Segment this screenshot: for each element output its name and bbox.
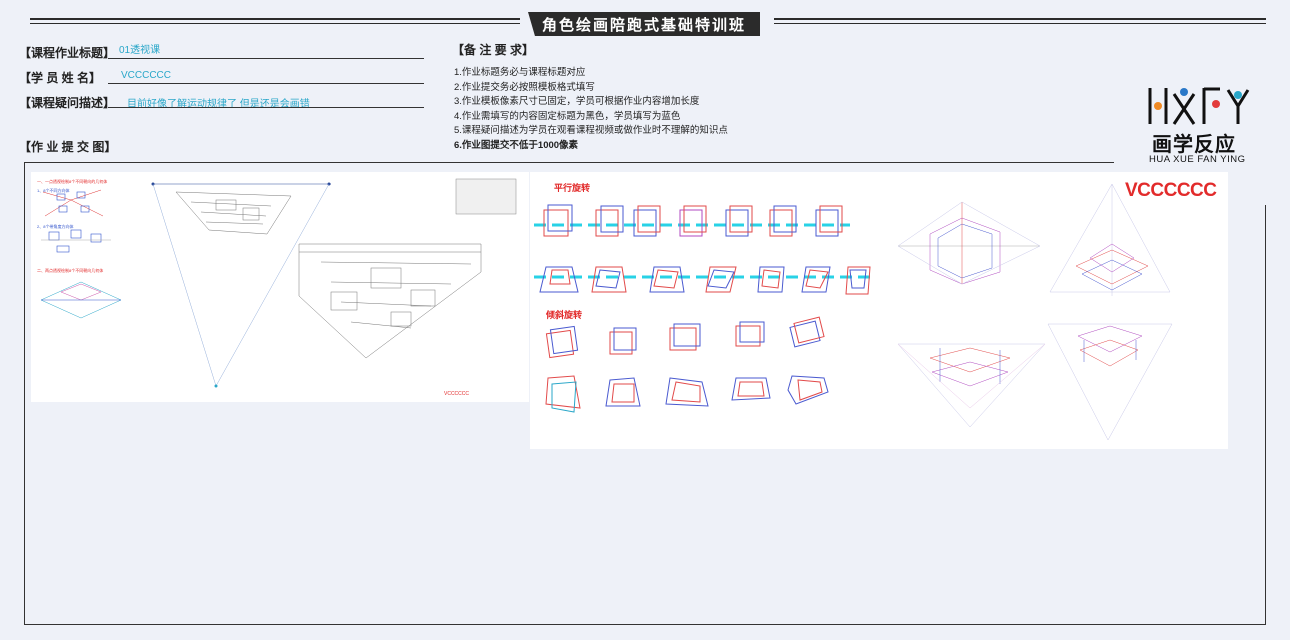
tilt-rotation-title: 倾斜旋转 xyxy=(546,310,583,320)
question-underline xyxy=(108,107,424,108)
course-title-underline xyxy=(108,58,424,59)
brand-logo: 画学反应 HUA XUE FAN YING xyxy=(1146,84,1256,168)
note-item-4: 4.作业需填写的内容固定标题为黑色，学员填写为蓝色 xyxy=(454,111,681,122)
header-line-right xyxy=(774,18,1266,20)
submit-label: 【作 业 提 交 图】 xyxy=(19,140,117,154)
header-line-right-thin xyxy=(774,23,1266,24)
note-item-1: 1.作业标题务必与课程标题对应 xyxy=(454,67,586,78)
student-name-underline xyxy=(108,83,424,84)
note-item-2: 2.作业提交务必按照模板格式填写 xyxy=(454,82,595,93)
student-name-label: 【学 员 姓 名】 xyxy=(19,71,102,85)
note-item-6: 6.作业图提交不低于1000像素 xyxy=(454,140,579,151)
panel1-signature: VCCCCCC xyxy=(444,391,469,397)
panel2-signature: VCCCCCC xyxy=(1125,180,1217,201)
artwork-panel-rotation: 平行旋转 倾斜旋转 VCCCCCC xyxy=(530,172,1228,449)
submission-frame-left xyxy=(24,162,25,625)
parallel-rotation-title: 平行旋转 xyxy=(554,183,591,193)
student-name-value[interactable]: VCCCCCC xyxy=(121,70,171,81)
logo-mark xyxy=(1148,87,1250,125)
submission-frame-right xyxy=(1265,205,1266,625)
question-label: 【课程疑问描述】 xyxy=(19,96,116,110)
note-item-3: 3.作业模板像素尺寸已固定，学员可根据作业内容增加长度 xyxy=(454,96,700,107)
artwork-panel-one-point: 一、一点透视绘制8个不同朝向的几何体 1、8个不同方向体 2、8个带角度方向体 … xyxy=(31,172,529,402)
header-line-left-thin xyxy=(30,23,520,24)
submission-frame-top xyxy=(24,162,1114,163)
question-value[interactable]: 目前好像了解运动规律了 但是还是会画错 xyxy=(127,99,310,110)
note-item-5: 5.课程疑问描述为学员在观看课程视频或做作业时不理解的知识点 xyxy=(454,125,728,136)
logo-cn-text: 画学反应 xyxy=(1152,134,1236,156)
header-title: 角色绘画陪跑式基础特训班 xyxy=(528,12,760,36)
rotation-cube-sketches xyxy=(534,183,1173,441)
submission-frame-bottom xyxy=(24,624,1266,625)
course-title-value[interactable]: 01透视课 xyxy=(119,45,161,56)
panel1-sub1: 1、8个不同方向体 xyxy=(37,188,70,193)
header-line-left xyxy=(30,18,520,20)
panel1-title2: 二、两点透视绘制8个不同朝向几何体 xyxy=(37,268,104,273)
panel1-sub2: 2、8个带角度方向体 xyxy=(37,224,74,229)
notes-heading: 【备 注 要 求】 xyxy=(452,43,535,57)
one-point-perspective-sketches xyxy=(40,178,517,388)
panel1-title1: 一、一点透视绘制8个不同朝向的几何体 xyxy=(37,179,108,184)
logo-en-text: HUA XUE FAN YING xyxy=(1149,154,1246,165)
course-title-label: 【课程作业标题】 xyxy=(19,46,116,60)
